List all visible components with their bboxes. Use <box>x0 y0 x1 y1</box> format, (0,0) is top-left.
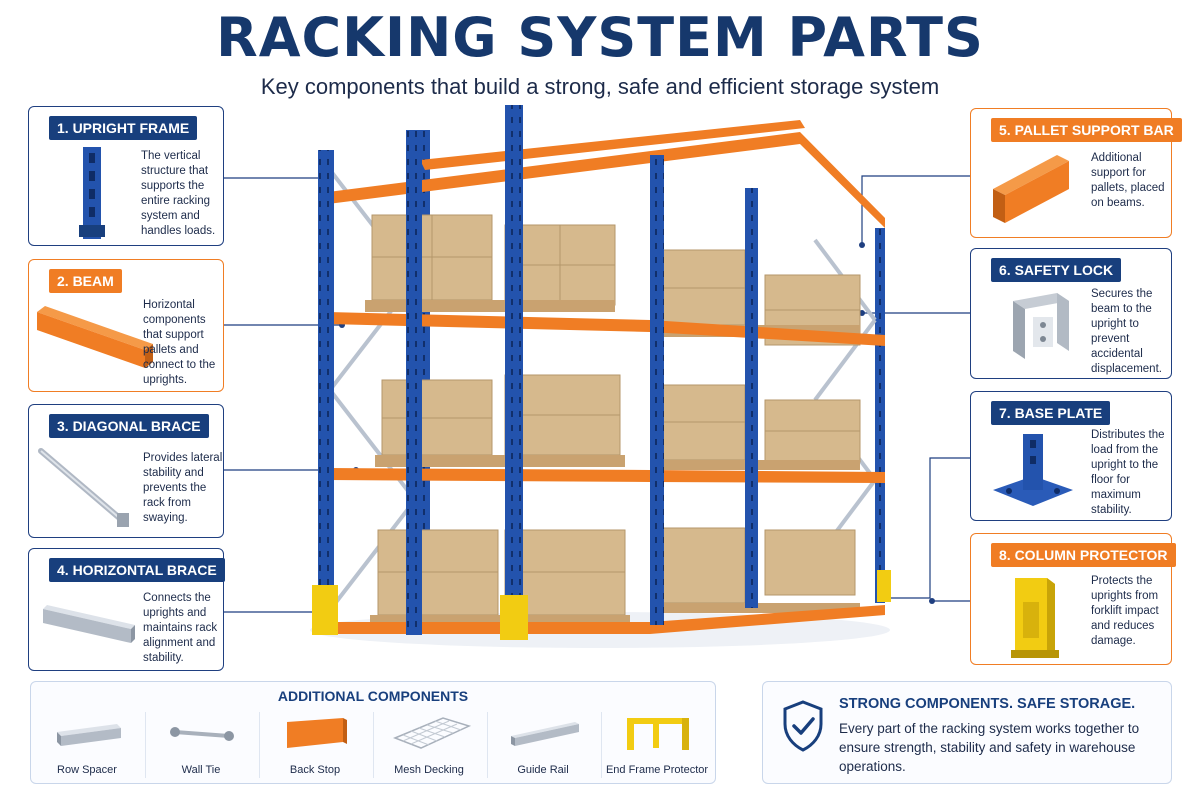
shield-check-icon <box>783 700 823 752</box>
safety-lock-icon <box>1013 293 1069 359</box>
card-description: Connects the uprights and maintains rack… <box>143 592 218 664</box>
upright-frame-icon <box>79 147 105 239</box>
additional-components-title: ADDITIONAL COMPONENTS <box>277 688 469 704</box>
row-spacer-icon <box>57 724 121 746</box>
beam-icon <box>37 306 153 368</box>
page-title: RACKING SYSTEM PARTS <box>216 6 984 69</box>
pallet-support-bar-icon <box>993 155 1069 223</box>
card-description: Secures the beam to the upright to preve… <box>1091 288 1162 375</box>
connector-pallet-bar <box>861 175 972 245</box>
card-horizontal-brace: 4. HORIZONTAL BRACE Connects the upright… <box>28 548 225 671</box>
component-label: End Frame Protector <box>605 764 709 776</box>
card-label: 4. HORIZONTAL BRACE <box>49 558 225 582</box>
card-description: The vertical structure that supports the… <box>141 150 216 237</box>
column-protectors <box>312 570 891 640</box>
wall-tie-icon <box>170 727 234 741</box>
component-row-spacer: Row Spacer <box>31 712 143 780</box>
racking-illustration <box>310 105 891 648</box>
card-beam: 2. BEAM Horizontal components that suppo… <box>28 259 224 392</box>
summary-panel: STRONG COMPONENTS. SAFE STORAGE. Every p… <box>762 681 1172 784</box>
column-protector-icon <box>1011 578 1059 658</box>
card-description: Provides lateral stability and prevents … <box>143 452 223 524</box>
card-column-protector: 8. COLUMN PROTECTOR Protects the upright… <box>970 533 1176 665</box>
card-upright-frame: 1. UPRIGHT FRAME The vertical structure … <box>28 106 224 246</box>
page-subtitle: Key components that build a strong, safe… <box>260 74 940 99</box>
component-guide-rail: Guide Rail <box>487 712 599 780</box>
card-description: Protects the uprights from forklift impa… <box>1091 575 1159 647</box>
component-label: Guide Rail <box>517 764 569 776</box>
additional-components-panel: ADDITIONAL COMPONENTS Row Spacer Wall Ti… <box>30 681 716 784</box>
component-back-stop: Back Stop <box>259 712 371 780</box>
card-diagonal-brace: 3. DIAGONAL BRACE Provides lateral stabi… <box>28 404 224 538</box>
card-base-plate: 7. BASE PLATE Distributes the load from … <box>970 391 1172 521</box>
card-description: Additional support for pallets, placed o… <box>1091 152 1165 209</box>
card-label: 8. COLUMN PROTECTOR <box>991 543 1176 567</box>
component-label: Row Spacer <box>57 764 117 776</box>
component-wall-tie: Wall Tie <box>145 712 257 780</box>
summary-title: STRONG COMPONENTS. SAFE STORAGE. <box>839 696 1136 712</box>
component-mesh-decking: Mesh Decking <box>373 712 485 780</box>
component-end-frame-protector: End Frame Protector <box>601 712 713 780</box>
mesh-decking-icon <box>392 717 472 749</box>
card-safety-lock: 6. SAFETY LOCK Secures the beam to the u… <box>970 248 1172 379</box>
card-label: 1. UPRIGHT FRAME <box>49 116 198 140</box>
diagonal-brace-icon <box>38 448 129 527</box>
card-description: Distributes the load from the upright to… <box>1091 429 1165 516</box>
card-description: Horizontal components that support palle… <box>143 299 216 386</box>
card-label: 6. SAFETY LOCK <box>991 258 1122 282</box>
card-label: 5. PALLET SUPPORT BAR <box>991 118 1182 142</box>
cargo-boxes <box>365 214 861 627</box>
connector-base-plate <box>886 457 972 599</box>
end-frame-protector-icon <box>627 718 689 750</box>
card-label: 2. BEAM <box>49 269 122 293</box>
base-plate-icon <box>993 434 1073 506</box>
card-label: 7. BASE PLATE <box>991 401 1111 425</box>
component-label: Back Stop <box>289 764 341 776</box>
horizontal-brace-icon <box>43 605 135 643</box>
component-label: Wall Tie <box>181 764 221 776</box>
summary-text: Every part of the racking system works t… <box>839 721 1140 774</box>
guide-rail-icon <box>511 722 579 746</box>
front-uprights <box>318 105 758 635</box>
back-stop-icon <box>287 718 347 748</box>
card-label: 3. DIAGONAL BRACE <box>49 414 209 438</box>
component-label: Mesh Decking <box>394 764 464 776</box>
card-pallet-support-bar: 5. PALLET SUPPORT BAR Additional support… <box>970 108 1182 238</box>
